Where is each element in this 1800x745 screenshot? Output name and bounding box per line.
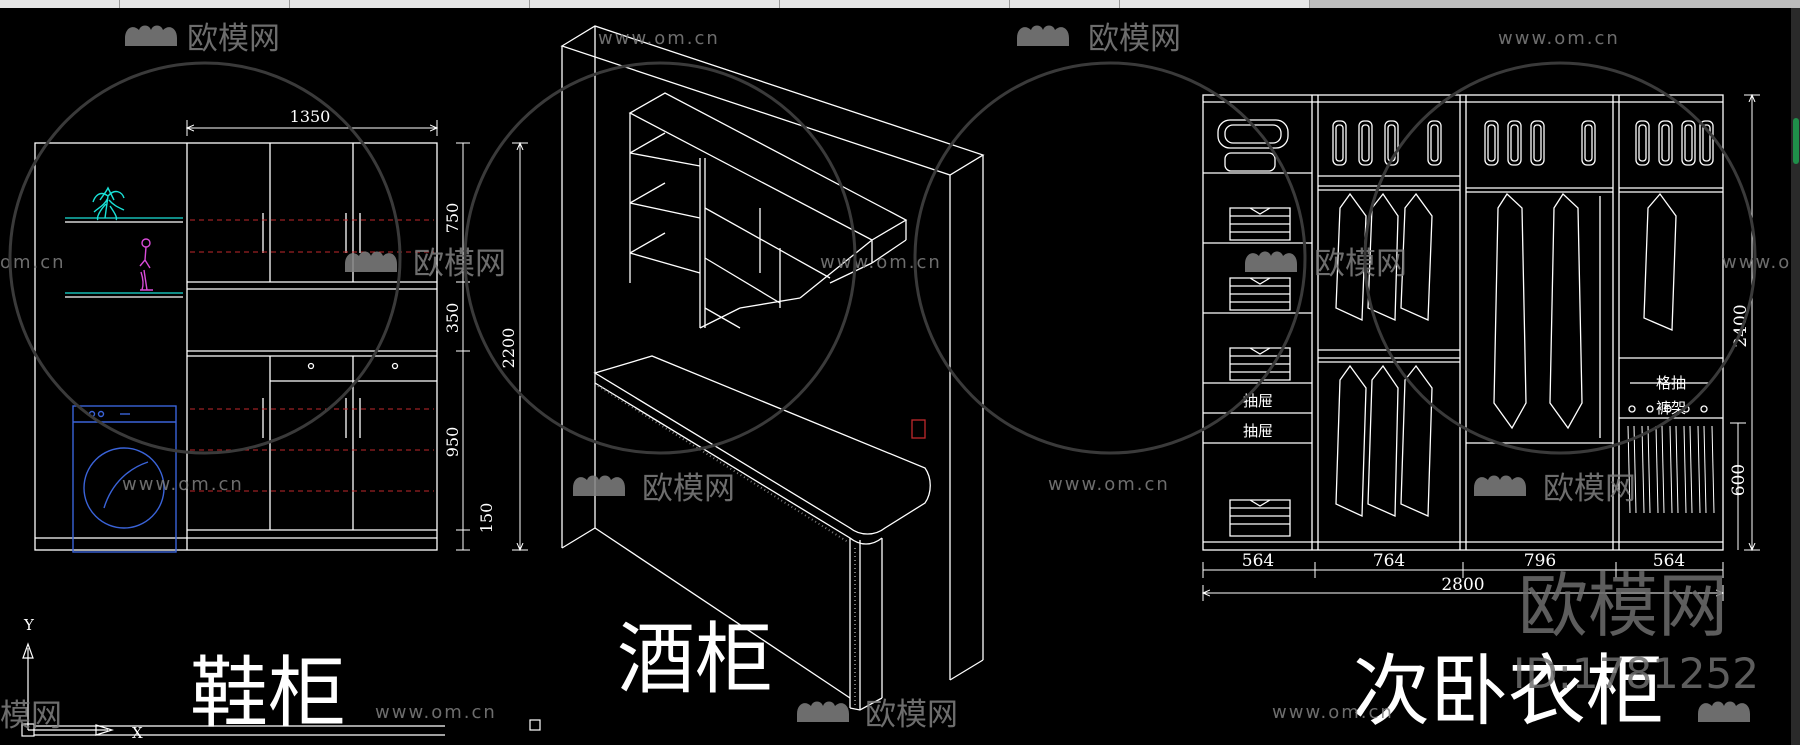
header-cell [0,0,120,8]
watermark-logo-icon [1245,251,1297,272]
y-axis-label: Y [23,616,35,634]
watermark-brand-1: 欧模网 [187,21,280,57]
cad-drawing[interactable]: 1350 750 350 950 150 2200 鞋柜 [0,8,1790,745]
watermark-url-7: www.om.cn [1048,474,1170,495]
watermark-url-6: www.om.cn [122,474,244,495]
x-axis-label: X [132,724,143,742]
header-cell [120,0,290,8]
watermark-logo-icon [1017,25,1069,46]
figurine-icon [139,238,153,291]
shoe-total-height-dim: 2200 [499,328,518,369]
wardrobe-width-dim-1: 564 [1242,551,1274,571]
shoe-cabinet-dimensions [187,120,528,550]
watermark-url-4: www.om.cn [820,252,942,273]
shoe-cabinet-outline [34,142,438,551]
watermark-url-9: www.om.cn [1272,702,1394,723]
watermark-logo-icon [797,701,849,722]
wardrobe-width-dim-4: 564 [1653,551,1685,571]
wardrobe-lower-height-dim: 600 [1729,464,1749,496]
vertical-scrollbar[interactable] [1791,8,1800,745]
header-cell [1310,0,1800,8]
watermark-brand-3: 欧模网 [413,246,506,282]
watermark-logo-icon [1698,701,1750,722]
wardrobe-elevation [1202,94,1724,551]
watermark-url-2: www.om.cn [1498,28,1620,49]
watermark-url-8: www.om.cn [375,702,497,723]
wardrobe-width-dim-3: 796 [1524,551,1556,571]
washing-machine-icon [72,405,177,553]
watermark-brand-8: 欧模网 [865,697,958,733]
watermark-circles [8,61,1757,455]
header-cell [1120,0,1310,8]
shoe-height-dim-4: 150 [477,503,496,534]
wardrobe-width-dim-2: 764 [1373,551,1405,571]
shoe-cabinet-title: 鞋柜 [190,649,346,739]
grid-drawer-label: 格抽 [1656,374,1686,392]
wardrobe-title: 次卧衣柜 [1352,647,1664,737]
header-cell [290,0,530,8]
watermark-brand-2: 欧模网 [1088,21,1181,57]
wardrobe-total-width-dim: 2800 [1441,575,1484,595]
watermark-logo-icon [1474,475,1526,496]
watermark-id: ID:1781252 [1513,649,1759,698]
watermark-brand-7: 模网 [0,698,62,734]
watermark-logo-icon [573,475,625,496]
shoe-width-dim: 1350 [290,107,331,126]
shoe-height-dim-3: 950 [443,427,462,458]
watermark-url-1: www.om.cn [598,28,720,49]
scrollbar-thumb[interactable] [1793,118,1799,164]
drawer-label-1: 抽屉 [1243,392,1273,410]
watermark-url-3: om.cn [0,252,66,273]
column-header-strip [0,0,1800,8]
wine-counter-edge [597,385,856,708]
wardrobe-dimensions [1203,95,1760,601]
trouser-rack-lines [1627,425,1715,514]
watermark-brand-5: 欧模网 [642,471,735,507]
header-cell [530,0,780,8]
wine-counter-top [593,355,931,535]
watermark-large-brand: 欧模网 [1518,565,1728,647]
shoe-height-dim-2: 350 [443,303,462,334]
wardrobe-outline [1202,94,1724,551]
watermark-brand-6: 欧模网 [1543,471,1636,507]
shoe-height-dim-1: 750 [443,203,462,234]
watermark-brand-4: 欧模网 [1314,246,1407,282]
header-cell [1010,0,1120,8]
wine-cabinet-title: 酒柜 [617,615,773,705]
wine-cabinet-isometric [560,25,985,711]
plant-icon [92,186,125,221]
trouser-rack-label: 裤架 [1656,399,1686,417]
watermark-logo-icon [345,251,397,272]
watermark-logo-icon [125,25,177,46]
ucs-axis-icon [21,642,541,737]
drawer-label-2: 抽屉 [1243,422,1273,440]
header-cell [780,0,1010,8]
